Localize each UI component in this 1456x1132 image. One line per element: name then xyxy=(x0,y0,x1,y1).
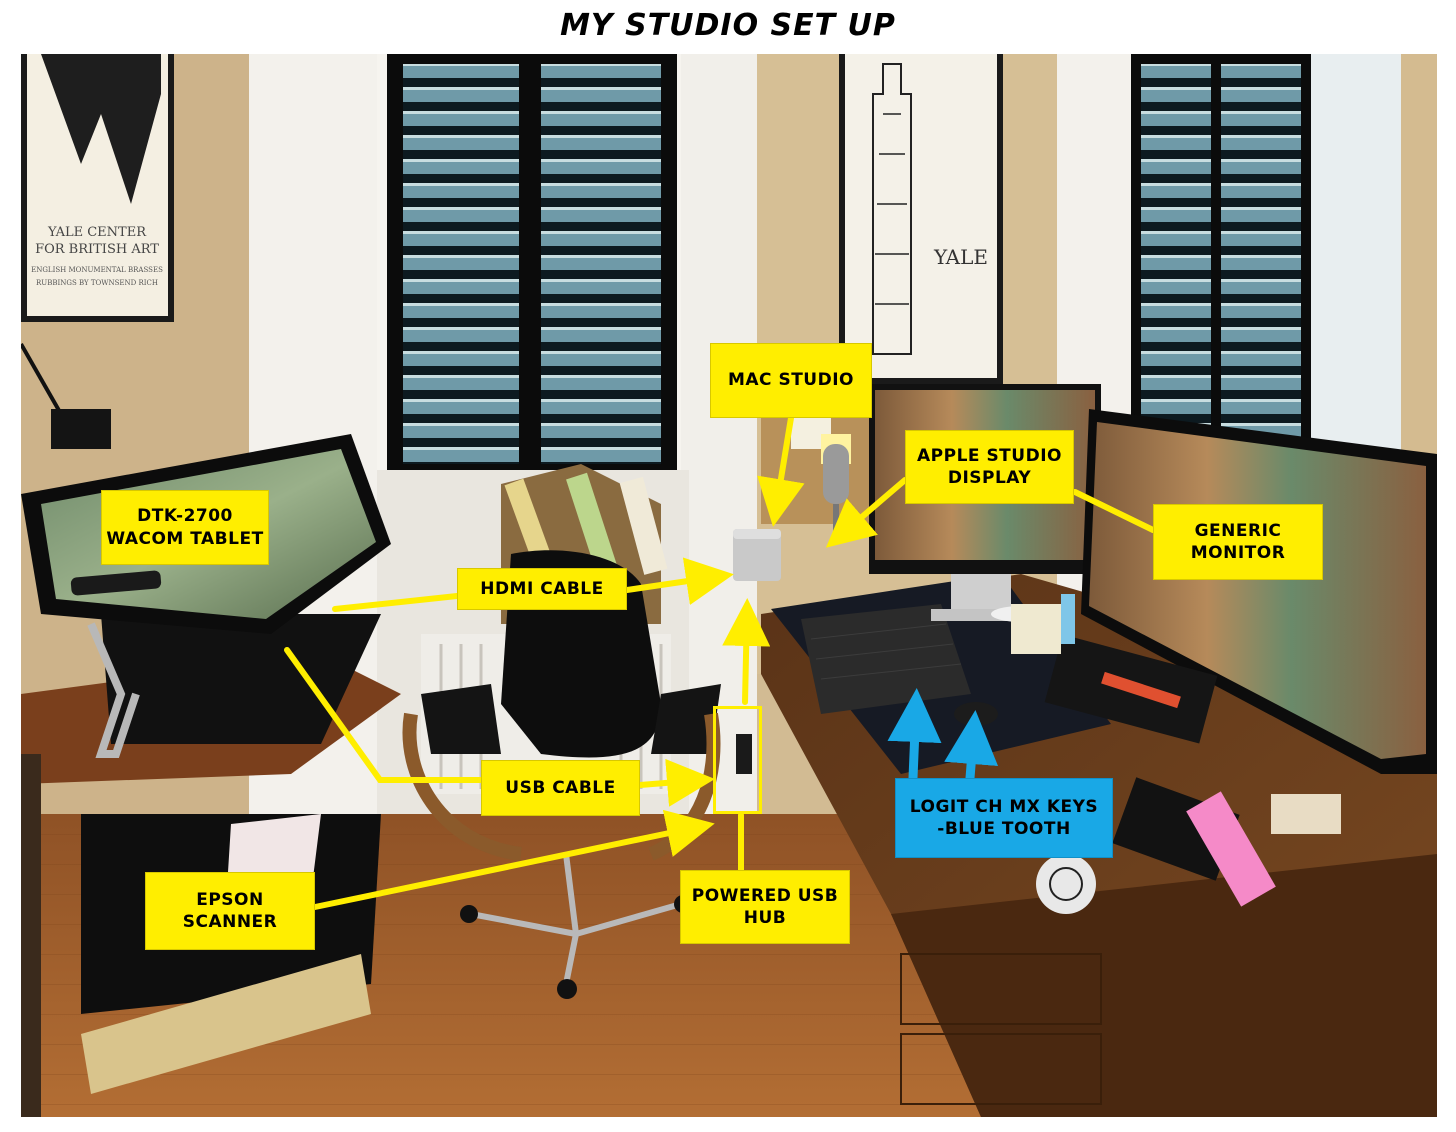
label-epson-scanner-line-1: EPSON xyxy=(196,889,264,910)
left-poster-line-3: ENGLISH MONUMENTAL BRASSES xyxy=(31,266,163,274)
label-logitech-mx-keys-line-2: -BLUE TOOTH xyxy=(937,819,1071,839)
label-logitech-mx-keys: LOGIT CH MX KEYS -BLUE TOOTH xyxy=(895,778,1113,858)
left-poster-line-2: FOR BRITISH ART xyxy=(35,242,159,257)
label-powered-usb-hub: POWERED USB HUB xyxy=(680,870,850,944)
label-usb-cable: USB CABLE xyxy=(481,760,640,816)
label-epson-scanner: EPSON SCANNER xyxy=(145,872,315,950)
usb-hub-highlight-box xyxy=(713,706,762,814)
label-hdmi-cable-line-1: HDMI CABLE xyxy=(480,578,604,599)
label-epson-scanner-line-2: SCANNER xyxy=(182,912,278,932)
page-title: MY STUDIO SET UP xyxy=(560,8,896,43)
label-apple-studio-display-line-1: APPLE STUDIO xyxy=(917,445,1062,466)
label-mac-studio: MAC STUDIO xyxy=(710,343,872,418)
label-mac-studio-line-1: MAC STUDIO xyxy=(727,370,854,391)
label-logitech-mx-keys-line-1: LOGIT CH MX KEYS xyxy=(909,796,1099,817)
label-usb-cable-line-1: USB CABLE xyxy=(505,777,616,798)
label-hdmi-cable: HDMI CABLE xyxy=(457,568,627,610)
label-generic-monitor-line-2: MONITOR xyxy=(1190,543,1286,563)
label-powered-usb-hub-line-1: POWERED USB xyxy=(691,885,839,906)
label-wacom-tablet-line-1: DTK-2700 xyxy=(137,506,233,527)
label-wacom-tablet: DTK-2700 WACOM TABLET xyxy=(101,490,269,565)
label-apple-studio-display-line-2: DISPLAY xyxy=(947,468,1032,488)
label-apple-studio-display: APPLE STUDIO DISPLAY xyxy=(905,430,1074,504)
label-generic-monitor-line-1: GENERIC xyxy=(1194,520,1282,541)
label-powered-usb-hub-line-2: HUB xyxy=(743,908,787,928)
left-poster-line-1: YALE CENTER xyxy=(47,225,147,240)
left-poster-line-4: RUBBINGS BY TOWNSEND RICH xyxy=(36,279,158,287)
studio-photo: YALE CENTER FOR BRITISH ART ENGLISH MONU… xyxy=(21,54,1437,1117)
right-poster-text: YALE xyxy=(933,245,988,269)
label-wacom-tablet-line-2: WACOM TABLET xyxy=(106,528,264,549)
label-generic-monitor: GENERIC MONITOR xyxy=(1153,504,1323,580)
